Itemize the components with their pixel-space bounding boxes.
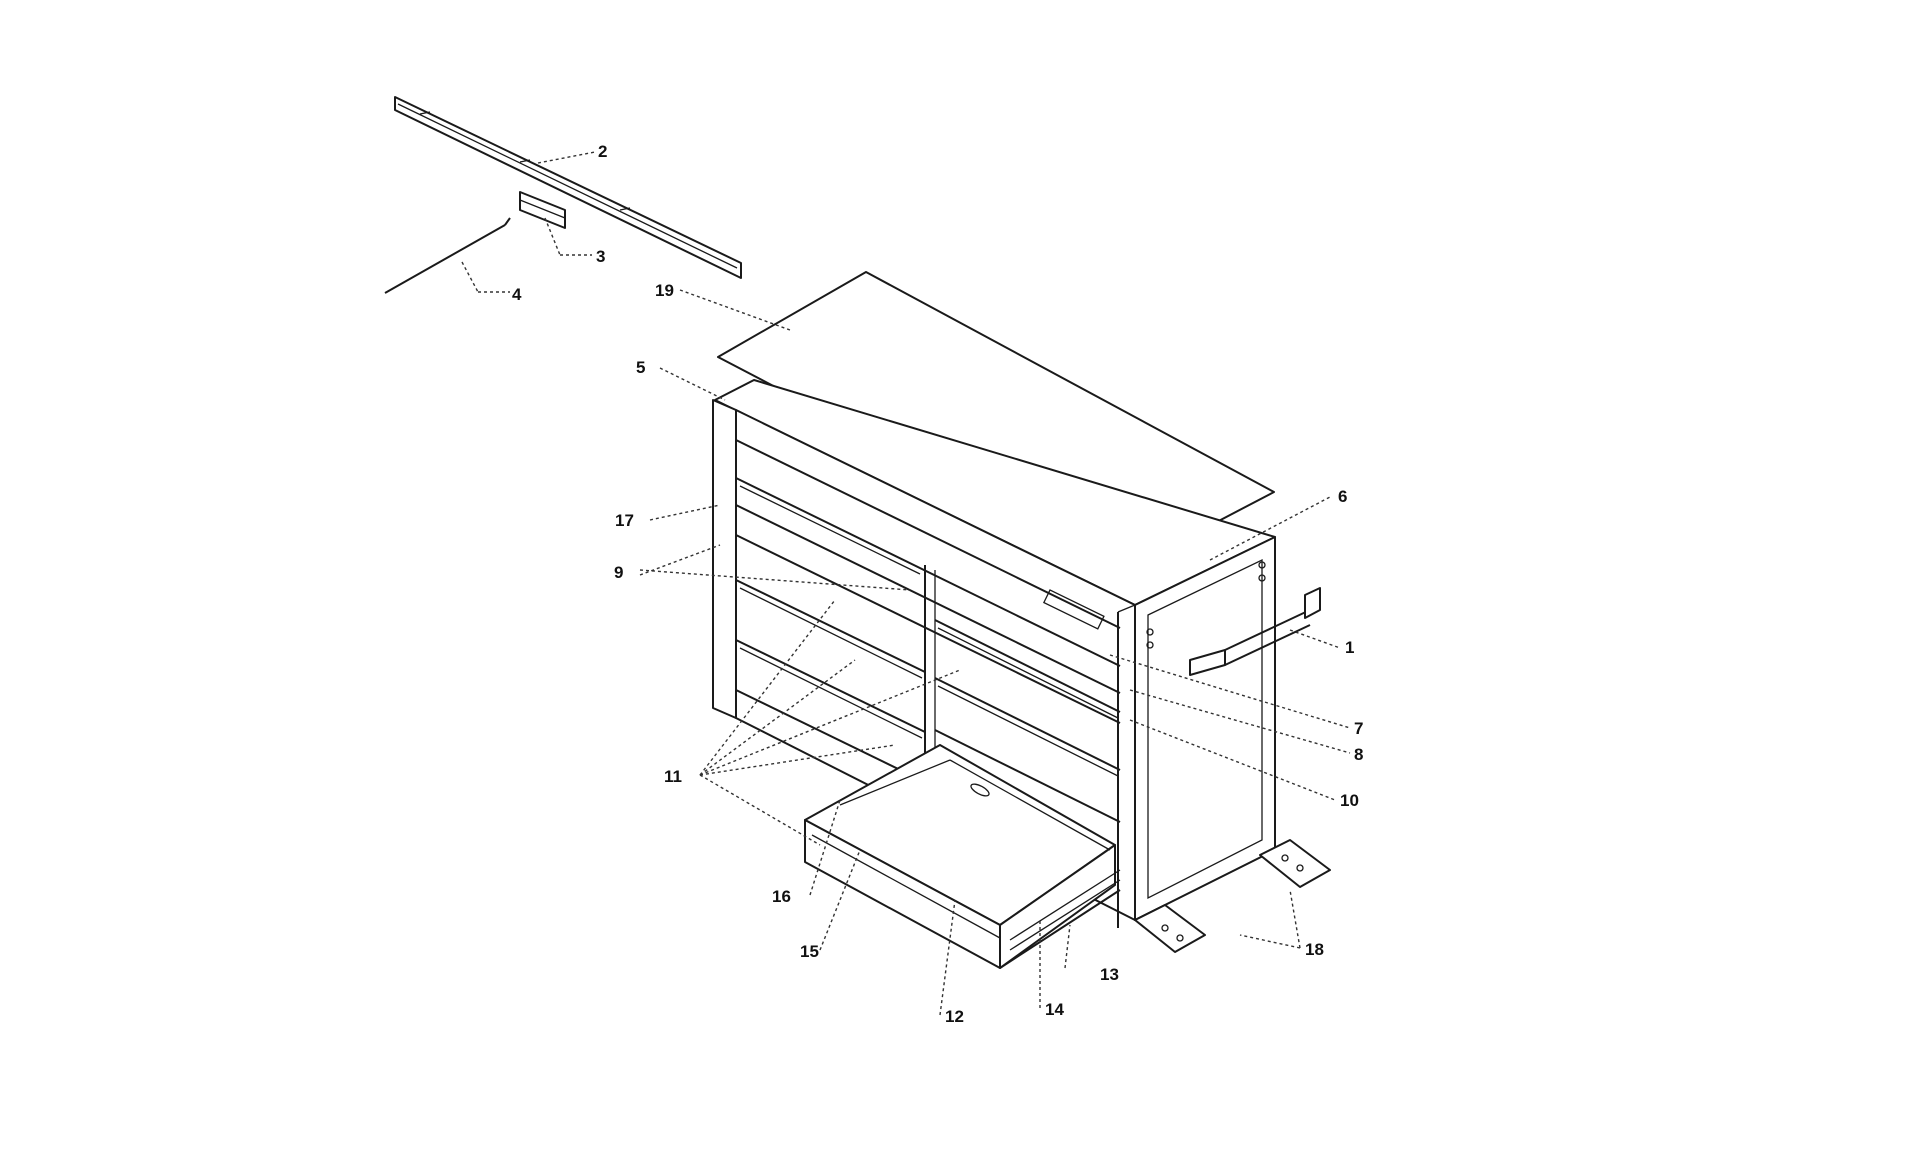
- callout-18: 18: [1305, 940, 1324, 959]
- callout-13: 13: [1100, 965, 1119, 984]
- part-3-bracket: [519, 191, 566, 229]
- part-6-right-end: [1117, 536, 1276, 928]
- callout-17: 17: [615, 511, 634, 530]
- callout-1: 1: [1345, 638, 1354, 657]
- callout-12: 12: [945, 1007, 964, 1026]
- part-18-feet: [1134, 839, 1331, 953]
- callout-19: 19: [655, 281, 674, 300]
- callout-6: 6: [1338, 487, 1347, 506]
- callout-9: 9: [614, 563, 623, 582]
- callout-3: 3: [596, 247, 605, 266]
- callout-labels: 2 3 4 19 5 6 1 7 8 10 17 9 11 16 15 12 1…: [512, 142, 1363, 1026]
- callout-2: 2: [598, 142, 607, 161]
- part-5-left-end: [712, 399, 737, 719]
- callout-8: 8: [1354, 745, 1363, 764]
- callout-10: 10: [1340, 791, 1359, 810]
- callout-15: 15: [800, 942, 819, 961]
- part-2-rail: [394, 96, 742, 279]
- callout-14: 14: [1045, 1000, 1064, 1019]
- callout-7: 7: [1354, 719, 1363, 738]
- callout-5: 5: [636, 358, 645, 377]
- callout-16: 16: [772, 887, 791, 906]
- callout-11: 11: [664, 767, 682, 786]
- part-1-handle: [1189, 587, 1321, 676]
- part-4-rod: [384, 217, 511, 294]
- cabinet-front: [735, 409, 1136, 921]
- callout-4: 4: [512, 285, 522, 304]
- leader-lines: [461, 151, 1351, 1016]
